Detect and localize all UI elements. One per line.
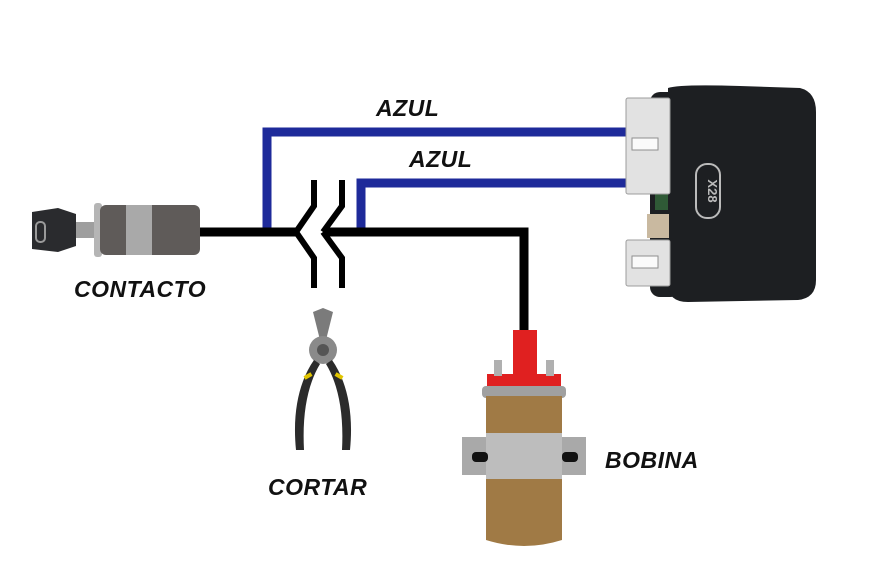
label-azul-second: AZUL bbox=[409, 146, 473, 172]
control-module-icon: X28 bbox=[625, 85, 816, 302]
wire-cutter-pliers-icon bbox=[294, 308, 352, 450]
svg-text:X28: X28 bbox=[705, 179, 720, 202]
ignition-key-switch-icon bbox=[32, 203, 200, 257]
label-cortar: CORTAR bbox=[268, 474, 368, 500]
ignition-coil-icon bbox=[462, 330, 586, 546]
label-azul-top: AZUL bbox=[376, 95, 440, 121]
blue-wire-top bbox=[262, 127, 630, 230]
blue-wire-second bbox=[356, 178, 630, 230]
black-wire-main bbox=[200, 180, 529, 335]
label-contacto: CONTACTO bbox=[74, 276, 207, 302]
label-bobina: BOBINA bbox=[605, 447, 699, 473]
